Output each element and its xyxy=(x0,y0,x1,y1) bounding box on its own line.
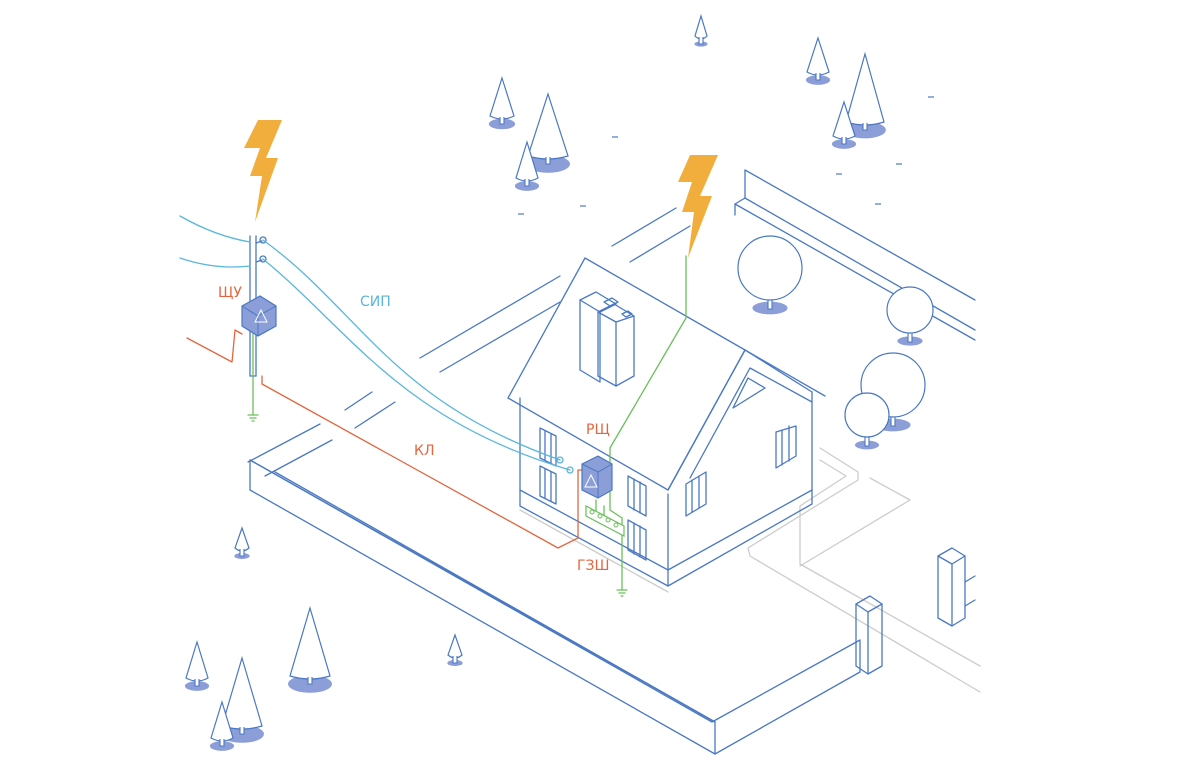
house-base-shading xyxy=(519,509,669,593)
fence-right xyxy=(734,169,976,341)
tree-icon xyxy=(526,92,570,173)
trees xyxy=(184,13,934,751)
gzsh-busbar[interactable] xyxy=(585,505,625,537)
rsh-box[interactable] xyxy=(581,455,613,499)
ground-slab xyxy=(249,459,861,755)
label-kl: КЛ xyxy=(414,443,434,459)
grass-marks xyxy=(518,96,934,215)
warning-icon xyxy=(254,308,268,323)
tree-icon xyxy=(447,633,463,667)
house xyxy=(507,257,826,587)
lightning-icon xyxy=(678,155,718,258)
tree-icon xyxy=(288,605,332,693)
sip-cable[interactable] xyxy=(262,239,574,474)
tree-icon xyxy=(234,526,250,560)
kl-cable[interactable] xyxy=(186,329,583,549)
tree-icon xyxy=(209,699,235,751)
road xyxy=(247,207,691,477)
tree-icon xyxy=(184,639,210,691)
warning-icon xyxy=(584,473,598,488)
fence-post-left xyxy=(855,595,883,675)
label-shu: ЩУ xyxy=(218,285,242,301)
label-gzsh: ГЗШ xyxy=(577,558,609,574)
grounding-conductors xyxy=(247,255,687,597)
tree-icon xyxy=(831,100,857,149)
shu-box[interactable] xyxy=(241,295,277,337)
lightning-icon xyxy=(244,120,282,222)
tree-icon xyxy=(694,13,708,47)
tree-icon xyxy=(488,76,516,130)
footpath xyxy=(747,447,981,693)
fence-post-right xyxy=(937,547,976,627)
tree-icon xyxy=(844,392,890,450)
tree-icon xyxy=(514,139,540,191)
label-rsh: РЩ xyxy=(586,422,610,438)
tree-icon xyxy=(805,36,831,85)
tree-icon xyxy=(886,286,934,346)
tree-icon xyxy=(737,235,803,315)
label-sip: СИП xyxy=(360,294,391,310)
overhead-wires-incoming xyxy=(179,215,251,268)
